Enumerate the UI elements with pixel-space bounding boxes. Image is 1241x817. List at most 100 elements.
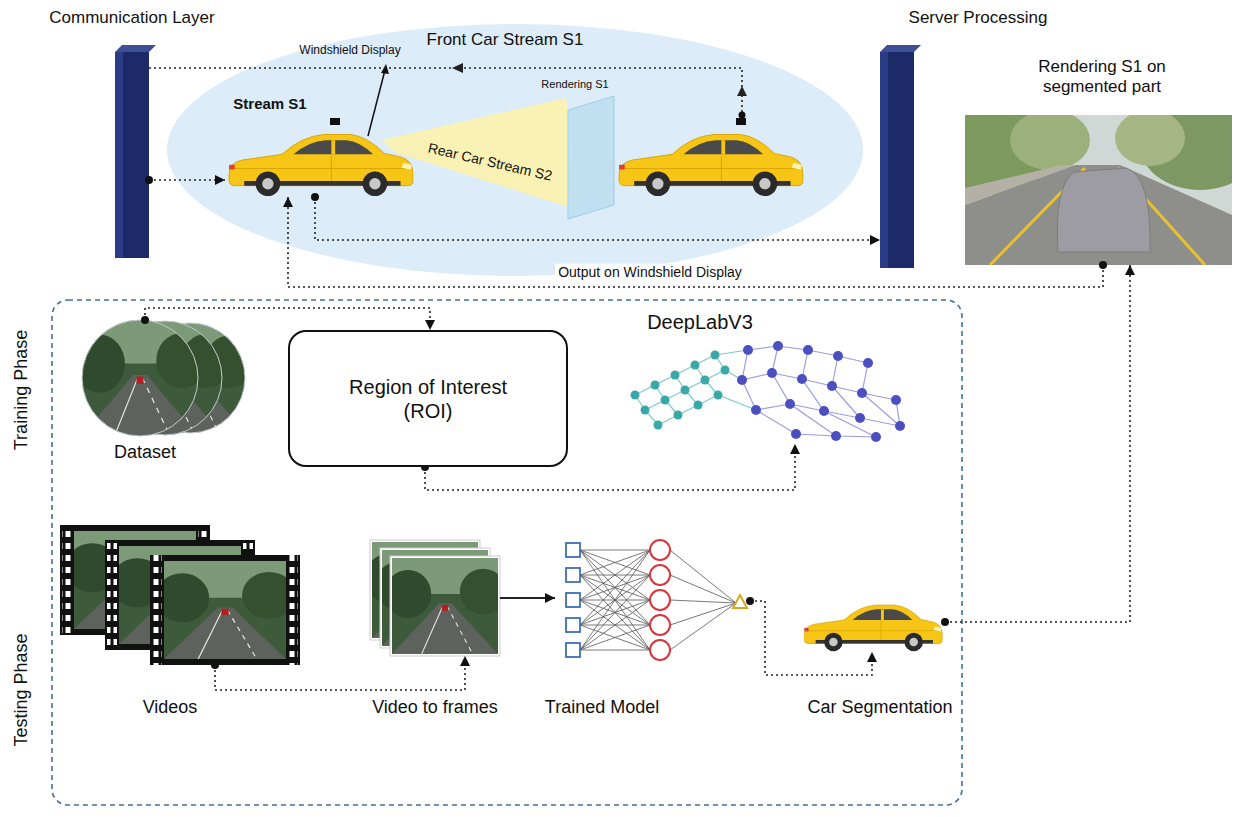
network-graphic [675,375,698,405]
network-graphic [827,381,837,391]
model-graphic [650,590,670,610]
flow-connector [945,265,1130,622]
network-graphic [721,366,730,375]
front-stream-line [739,112,746,119]
flow-connector [145,308,430,330]
network-graphic [635,355,715,395]
node-label: Testing Phase [11,633,33,746]
network-graphic [797,374,807,384]
node-label: Rendering S1 [541,78,608,91]
network-graphic [655,385,678,415]
node-label: Server Processing [909,8,1048,28]
segmented-car [804,605,942,651]
model-graphic [566,568,580,582]
comm-pillar [115,52,149,258]
node-label: Region of Interest (ROI) [338,375,518,423]
front-stream-line [149,68,742,116]
model-graphic [566,618,580,632]
windshield-leader [381,64,389,74]
windshield-leader [368,64,389,136]
network-graphic [748,346,868,363]
network-graphic [785,399,795,409]
flow-connector [750,601,872,675]
network-graphic [833,351,843,361]
network-graphic [767,368,777,378]
network-graphic [654,421,663,430]
network-graphic [714,391,723,400]
video-strips: Videos [60,525,300,665]
network-graphic [855,413,865,423]
video-strips [62,525,72,635]
glass-panel [568,96,614,219]
phase-panel: Training PhaseTesting PhaseDatasetRegion… [52,300,962,805]
network-graphic [831,431,841,441]
render-photo [1115,115,1185,166]
network-graphic [891,395,901,405]
annotation-label: Front Car Stream S1 [427,30,584,50]
network-graphic [635,395,658,425]
front-car [619,134,803,196]
model-graphic [566,543,580,557]
model-graphic [566,540,747,660]
front-car [619,118,803,196]
node-label: Car Segmentation [807,697,952,719]
network-graphic [742,346,900,437]
comm-pillar: Communication Layer [115,48,149,258]
camera-beam [382,98,578,210]
network-graphic [671,371,680,380]
comm-pillar [115,45,156,258]
network-graphic: DeepLabV3 [625,340,935,444]
server-pillar [880,52,888,268]
dataset-image [82,320,198,436]
dataset-image [74,320,207,436]
model-graphic [650,565,670,585]
server-pillar: Server Processing [880,48,914,268]
network-graphic [737,341,905,442]
node-label: Dataset [114,442,176,464]
network-graphic [802,350,876,437]
node-label: Trained Model [545,697,659,719]
rear-car [229,134,413,196]
front-stream-line [737,86,747,96]
model-graphic [733,595,747,608]
network-graphic [819,406,829,416]
network-graphic [743,345,753,355]
front-stream-line [149,63,747,119]
video-strips [155,561,295,659]
dataset-image [74,320,207,436]
model-graphic [650,640,670,660]
network-graphic [661,396,670,405]
node-label: Rendering S1 on segmented part [1022,57,1182,98]
render-photo: Rendering S1 on segmented part [965,115,1232,265]
dataset-image [74,320,254,436]
model-graphic [566,543,580,657]
network-graphic [742,350,796,434]
network-graphic [751,405,761,415]
node-label: Communication Layer [49,8,214,28]
network-graphic [857,388,867,398]
network-graphic [772,346,836,436]
rear-car [229,118,413,196]
video-strips [107,540,117,650]
flow-connector [315,197,880,240]
video-strips [60,525,300,665]
network-graphic [631,391,640,400]
segmented-car: Car Segmentation [800,598,945,652]
network-graphic [737,375,747,385]
model-graphic [566,593,580,607]
network-graphic [773,341,783,351]
network-graphic [791,429,801,439]
network-graphic [694,401,703,410]
model-graphic [650,540,670,660]
vehicle-zone [167,24,863,276]
network-graphic [862,363,900,426]
network-graphic [803,345,813,355]
dataset-image: Dataset [82,320,247,438]
node-label: Training Phase [11,330,33,450]
network-graphic [863,358,873,368]
rear-car [330,118,340,125]
node-label: DeepLabV3 [647,310,753,334]
node-label: Videos [143,697,198,719]
render-photo [965,115,1232,265]
